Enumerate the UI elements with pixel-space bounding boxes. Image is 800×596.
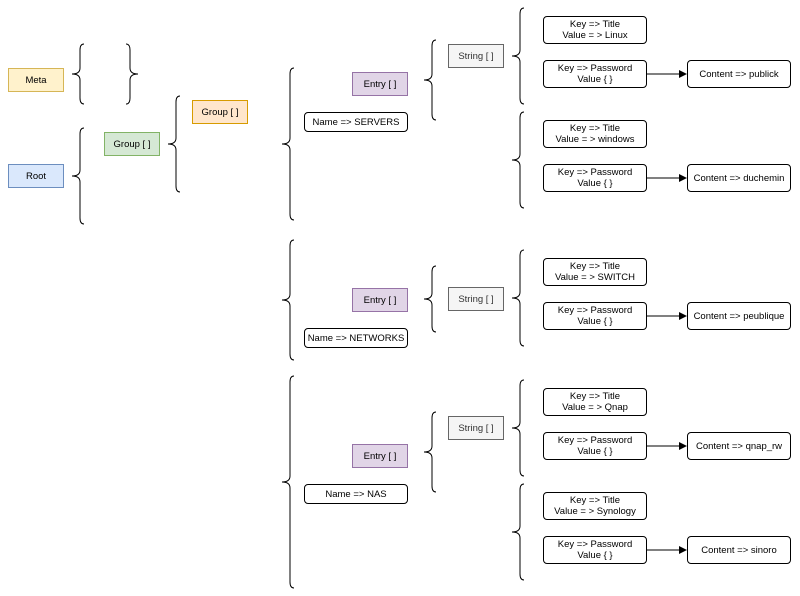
string-label: String [ ] (458, 50, 494, 62)
group-brace-servers (281, 67, 295, 221)
content-node: Content => peublique (687, 302, 791, 330)
title-value: Value = > SWITCH (554, 272, 636, 283)
content-label: Content => sinoro (701, 544, 777, 556)
password-value: Value { } (577, 74, 613, 85)
group-brace (167, 95, 181, 193)
title-node: Key => Title Value = > Synology (543, 492, 647, 520)
title-value: Value = > Qnap (562, 402, 628, 413)
password-node: Key => Password Value { } (543, 432, 647, 460)
password-node: Key => Password Value { } (543, 60, 647, 88)
meta-node: Meta (8, 68, 64, 92)
meta-close-brace (125, 43, 139, 105)
password-value: Value { } (577, 550, 613, 561)
entry-brace (423, 411, 437, 493)
password-value: Value { } (577, 178, 613, 189)
string-brace (511, 379, 525, 477)
root-brace (71, 127, 85, 225)
name-label: Name => SERVERS (312, 116, 400, 128)
content-node: Content => publick (687, 60, 791, 88)
group-brace-networks (281, 239, 295, 361)
root-label: Root (25, 170, 47, 182)
entry-node: Entry [ ] (352, 72, 408, 96)
string-node: String [ ] (448, 287, 504, 311)
entry-label: Entry [ ] (363, 294, 397, 306)
entry-brace (423, 265, 437, 333)
password-key: Key => Password (557, 435, 633, 446)
content-label: Content => peublique (693, 310, 785, 322)
content-label: Content => qnap_rw (695, 440, 783, 452)
content-node: Content => duchemin (687, 164, 791, 192)
title-key: Key => Title (569, 123, 621, 134)
group-node-orange: Group [ ] (192, 100, 248, 124)
title-value: Value = > Linux (562, 30, 628, 41)
title-value: Value = > Synology (554, 506, 636, 517)
string-label: String [ ] (458, 293, 494, 305)
title-node: Key => Title Value = > SWITCH (543, 258, 647, 286)
entry-node: Entry [ ] (352, 444, 408, 468)
name-node: Name => NAS (304, 484, 408, 504)
title-node: Key => Title Value = > Qnap (543, 388, 647, 416)
name-node: Name => NETWORKS (304, 328, 408, 348)
string-node: String [ ] (448, 44, 504, 68)
group-node-green: Group [ ] (104, 132, 160, 156)
title-value: Value = > windows (555, 134, 635, 145)
name-node: Name => SERVERS (304, 112, 408, 132)
entry-label: Entry [ ] (363, 78, 397, 90)
title-key: Key => Title (569, 495, 621, 506)
password-key: Key => Password (557, 539, 633, 550)
password-node: Key => Password Value { } (543, 164, 647, 192)
meta-open-brace (71, 43, 85, 105)
password-node: Key => Password Value { } (543, 536, 647, 564)
title-node: Key => Title Value = > windows (543, 120, 647, 148)
group-label: Group [ ] (201, 106, 239, 118)
entry-brace (423, 39, 437, 121)
password-key: Key => Password (557, 167, 633, 178)
string-brace (511, 7, 525, 105)
password-value: Value { } (577, 316, 613, 327)
name-label: Name => NETWORKS (307, 332, 405, 344)
meta-label: Meta (25, 74, 47, 86)
password-value: Value { } (577, 446, 613, 457)
string-brace (511, 111, 525, 209)
string-brace (511, 483, 525, 581)
entry-node: Entry [ ] (352, 288, 408, 312)
string-node: String [ ] (448, 416, 504, 440)
password-key: Key => Password (557, 305, 633, 316)
group-brace-nas (281, 375, 295, 589)
content-label: Content => publick (699, 68, 779, 80)
password-key: Key => Password (557, 63, 633, 74)
content-node: Content => sinoro (687, 536, 791, 564)
title-key: Key => Title (569, 261, 621, 272)
title-key: Key => Title (569, 391, 621, 402)
password-node: Key => Password Value { } (543, 302, 647, 330)
string-brace (511, 249, 525, 347)
content-node: Content => qnap_rw (687, 432, 791, 460)
group-label: Group [ ] (113, 138, 151, 150)
root-node: Root (8, 164, 64, 188)
content-label: Content => duchemin (693, 172, 785, 184)
entry-label: Entry [ ] (363, 450, 397, 462)
title-key: Key => Title (569, 19, 621, 30)
string-label: String [ ] (458, 422, 494, 434)
title-node: Key => Title Value = > Linux (543, 16, 647, 44)
name-label: Name => NAS (325, 488, 387, 500)
